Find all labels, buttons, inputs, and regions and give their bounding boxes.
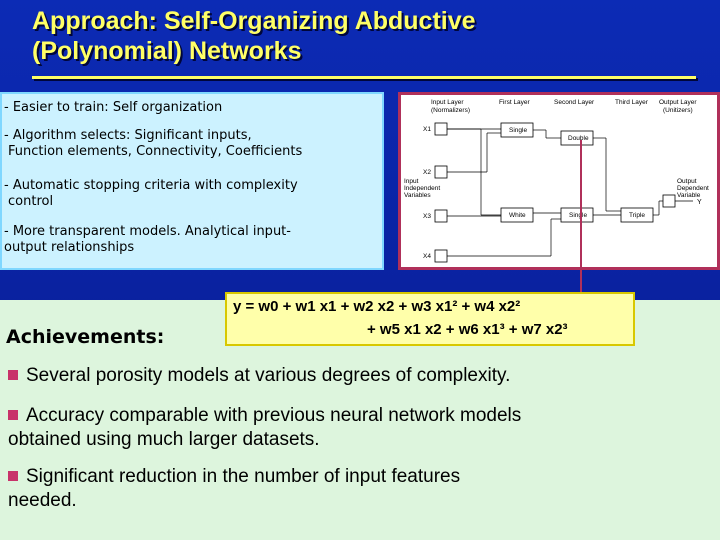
header-second-layer: Second Layer (554, 99, 595, 106)
achievement-text: Accuracy comparable with previous neural… (26, 405, 522, 426)
achievements-heading: Achievements: (6, 326, 165, 348)
unitizer-box (662, 194, 676, 208)
header-input-normalizers: (Normalizers) (431, 107, 470, 114)
input-label-x4: X4 (423, 253, 431, 260)
input-label-x1: X1 (423, 126, 431, 133)
achievement-text: Several porosity models at various degre… (26, 365, 511, 386)
bullet-item: Function elements, Connectivity, Coeffic… (8, 144, 303, 159)
header-third-layer: Third Layer (615, 99, 649, 106)
equation-box: y = w0 + w1 x1 + w2 x2 + w3 x1² + w4 x2²… (225, 292, 635, 346)
achievement-item-continued: obtained using much larger datasets. (8, 429, 320, 450)
approach-bullets-box: - Easier to train: Self organization - A… (0, 92, 384, 270)
achievement-item-continued: needed. (8, 490, 77, 511)
input-side-label: Variables (404, 192, 431, 199)
network-diagram-svg: Input Layer (Normalizers) First Layer Se… (404, 99, 709, 263)
bullet-item: - More transparent models. Analytical in… (4, 224, 291, 239)
normalizer-box (434, 209, 448, 223)
equation-connector-line (580, 140, 582, 295)
equation-line-1: y = w0 + w1 x1 + w2 x2 + w3 x1² + w4 x2² (233, 298, 521, 315)
node-label-single-top: Single (509, 127, 527, 134)
bullet-item: - Automatic stopping criteria with compl… (4, 178, 298, 193)
header-output-layer: Output Layer (659, 99, 697, 106)
achievement-item: Accuracy comparable with previous neural… (8, 404, 708, 428)
input-side-label: Input (404, 178, 419, 185)
output-label-y: Y (697, 199, 702, 206)
normalizer-box (434, 122, 448, 136)
output-side-label: Dependent (677, 185, 709, 192)
slide-title: Approach: Self-Organizing Abductive (Pol… (32, 6, 692, 66)
node-label-white: White (509, 212, 526, 219)
normalizer-box (434, 249, 448, 263)
node-label-double: Double (568, 135, 589, 142)
input-label-x2: X2 (423, 169, 431, 176)
node-label-single-mid: Single (569, 212, 587, 219)
input-label-x3: X3 (423, 213, 431, 220)
bullet-square-icon (8, 410, 18, 420)
title-line-1: Approach: Self-Organizing Abductive (32, 7, 476, 35)
output-side-label: Variable (677, 192, 701, 199)
equation-line-2: + w5 x1 x2 + w6 x1³ + w7 x2³ (367, 321, 568, 338)
network-diagram: Input Layer (Normalizers) First Layer Se… (398, 92, 720, 270)
achievement-item: Several porosity models at various degre… (8, 364, 708, 388)
input-side-label: Independent (404, 185, 440, 192)
header-first-layer: First Layer (499, 99, 531, 106)
achievement-item: Significant reduction in the number of i… (8, 465, 708, 489)
normalizer-box (434, 165, 448, 179)
bullet-item: output relationships (4, 240, 135, 255)
header-output-unitizers: (Unitizers) (663, 107, 693, 114)
output-side-label: Output (677, 178, 697, 185)
header-input-layer: Input Layer (431, 99, 464, 106)
bullet-square-icon (8, 471, 18, 481)
achievement-text: Significant reduction in the number of i… (26, 466, 461, 487)
bullet-item: control (8, 194, 54, 209)
bullet-item: - Easier to train: Self organization (4, 100, 223, 115)
bullet-square-icon (8, 370, 18, 380)
bullet-item: - Algorithm selects: Significant inputs, (4, 128, 252, 143)
title-underline (32, 76, 696, 79)
node-label-triple: Triple (629, 212, 645, 219)
title-line-2: (Polynomial) Networks (32, 37, 302, 65)
diagram-connections (447, 128, 693, 257)
